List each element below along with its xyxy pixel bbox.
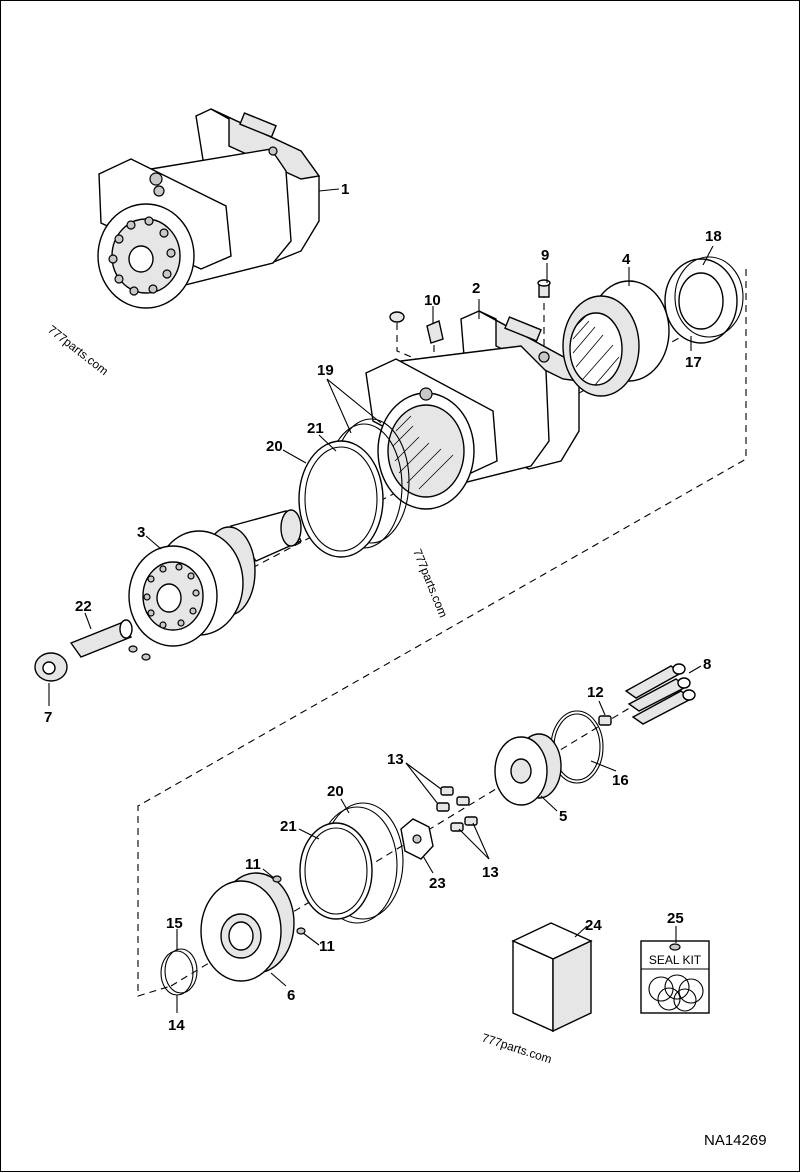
part-19-20-21-upper-seals <box>298 418 410 558</box>
part-5-valve-plate <box>494 733 562 806</box>
part-11-upper-screws <box>128 645 151 661</box>
callout-20-lower: 20 <box>327 783 344 800</box>
callout-19: 19 <box>317 362 334 379</box>
callout-25: 25 <box>667 910 684 927</box>
part-24-box <box>511 922 593 1033</box>
callout-24: 24 <box>585 917 602 934</box>
part-20-21-lower-seals <box>299 802 404 924</box>
part-8-bolts <box>624 663 696 725</box>
callout-3: 3 <box>137 524 145 541</box>
callout-11-lower: 11 <box>319 938 335 955</box>
part-7-cap <box>34 652 68 682</box>
watermark-1: 777parts.com <box>45 322 111 378</box>
callout-labels: 1 2 3 4 5 6 7 8 9 10 11 11 12 13 13 14 1… <box>44 181 722 1034</box>
callout-23: 23 <box>429 875 446 892</box>
watermark-2: 777parts.com <box>410 547 450 620</box>
part-1-motor-assembly <box>97 108 321 309</box>
callout-20-upper: 20 <box>266 438 283 455</box>
part-9-fitting <box>537 279 551 298</box>
part-3-spindle <box>128 509 302 647</box>
callout-5: 5 <box>559 808 567 825</box>
callout-15: 15 <box>166 915 183 932</box>
callout-4: 4 <box>622 251 631 268</box>
callout-9: 9 <box>541 247 549 264</box>
callout-16: 16 <box>612 772 629 789</box>
callout-1: 1 <box>341 181 349 198</box>
part-17-18-seals <box>664 256 744 344</box>
callout-10: 10 <box>424 292 441 309</box>
callout-11-upper: 11 <box>245 856 261 873</box>
callout-21-upper: 21 <box>307 420 324 437</box>
callout-12: 12 <box>587 684 604 701</box>
callout-17: 17 <box>685 354 702 371</box>
callout-7: 7 <box>44 709 52 726</box>
part-2-housing <box>365 310 581 510</box>
part-6-end-cover <box>200 872 295 982</box>
part-13-pins <box>436 786 478 832</box>
leader-lines <box>48 188 714 1013</box>
part-4-ring-gear <box>562 280 670 397</box>
part-22-shaft <box>69 619 133 658</box>
part-25-seal-kit: SEAL KIT <box>640 940 710 1014</box>
callout-13-upper: 13 <box>387 751 404 768</box>
watermark-3: 777parts.com <box>480 1031 553 1067</box>
part-12-pin <box>598 715 612 726</box>
seal-kit-label: SEAL KIT <box>649 953 702 967</box>
callout-13-lower: 13 <box>482 864 499 881</box>
callout-14: 14 <box>168 1017 185 1034</box>
callout-21-lower: 21 <box>280 818 297 835</box>
figure-id: NA14269 <box>704 1132 767 1149</box>
part-11-lower-screws <box>272 875 306 935</box>
callout-22: 22 <box>75 598 92 615</box>
callout-8: 8 <box>703 656 711 673</box>
part-23-rotor <box>400 818 434 860</box>
callout-2: 2 <box>472 280 480 297</box>
part-10-fittings <box>389 311 444 344</box>
part-14-15-snap-rings <box>160 948 198 996</box>
callout-18: 18 <box>705 228 722 245</box>
callout-6: 6 <box>287 987 295 1004</box>
